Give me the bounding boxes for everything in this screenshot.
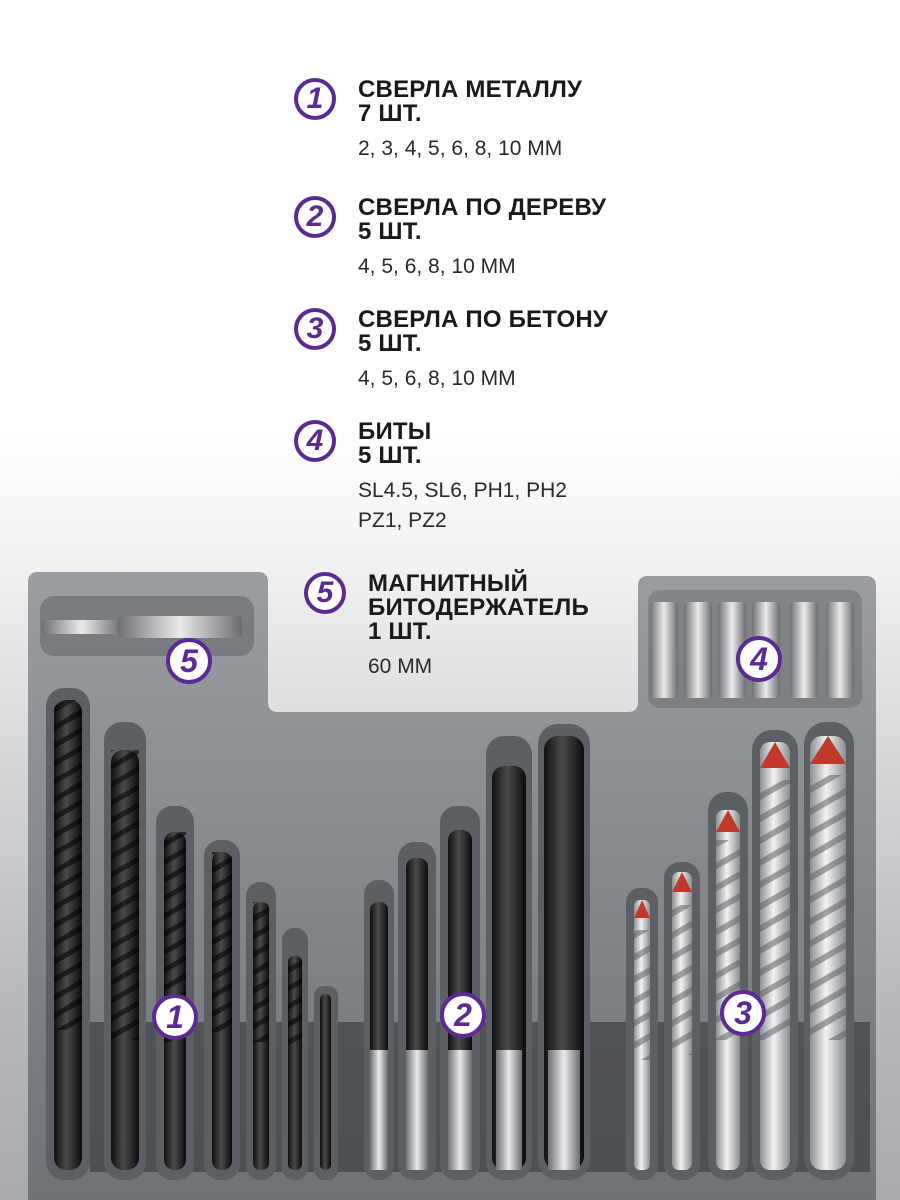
spec-sizes: SL4.5, SL6, PH1, PH2 PZ1, PZ2 bbox=[358, 479, 567, 532]
metal-drills bbox=[46, 688, 338, 1180]
magnetic-bit-holder bbox=[42, 616, 242, 638]
callout-concrete-drills: 3 bbox=[720, 990, 766, 1036]
spec-sizes: 4, 5, 6, 8, 10 ММ bbox=[358, 255, 516, 278]
spec-metal-drills: 1 СВЕРЛА МЕТАЛЛУ 7 ШТ. 2, 3, 4, 5, 6, 8,… bbox=[294, 78, 894, 164]
spec-title: БИТЫ 5 ШТ. bbox=[358, 418, 432, 469]
callout-metal-drills: 1 bbox=[152, 994, 198, 1040]
spec-title: МАГНИТНЫЙ БИТОДЕРЖАТЕЛЬ 1 ШТ. bbox=[368, 570, 589, 645]
badge-2: 2 bbox=[294, 196, 336, 238]
spec-bits: 4 БИТЫ 5 ШТ. SL4.5, SL6, PH1, PH2 PZ1, P… bbox=[294, 420, 894, 536]
spec-concrete-drills: 3 СВЕРЛА ПО БЕТОНУ 5 ШТ. 4, 5, 6, 8, 10 … bbox=[294, 308, 894, 394]
wood-drills bbox=[364, 724, 590, 1180]
spec-title: СВЕРЛА ПО БЕТОНУ 5 ШТ. bbox=[358, 306, 609, 357]
badge-3: 3 bbox=[294, 308, 336, 350]
spec-title: СВЕРЛА ПО ДЕРЕВУ 5 ШТ. bbox=[358, 194, 607, 245]
callout-bit-holder: 5 bbox=[166, 638, 212, 684]
callout-bits: 4 bbox=[736, 636, 782, 682]
spec-sizes: 60 ММ bbox=[368, 655, 433, 678]
spec-wood-drills: 2 СВЕРЛА ПО ДЕРЕВУ 5 ШТ. 4, 5, 6, 8, 10 … bbox=[294, 196, 894, 282]
callout-wood-drills: 2 bbox=[440, 992, 486, 1038]
badge-1: 1 bbox=[294, 78, 336, 120]
badge-5: 5 bbox=[304, 572, 346, 614]
spec-title: СВЕРЛА МЕТАЛЛУ 7 ШТ. bbox=[358, 76, 583, 127]
spec-sizes: 4, 5, 6, 8, 10 ММ bbox=[358, 367, 516, 390]
badge-4: 4 bbox=[294, 420, 336, 462]
concrete-drills bbox=[626, 722, 854, 1180]
spec-sizes: 2, 3, 4, 5, 6, 8, 10 ММ bbox=[358, 137, 563, 160]
spec-bit-holder: 5 МАГНИТНЫЙ БИТОДЕРЖАТЕЛЬ 1 ШТ. 60 ММ bbox=[304, 572, 900, 682]
